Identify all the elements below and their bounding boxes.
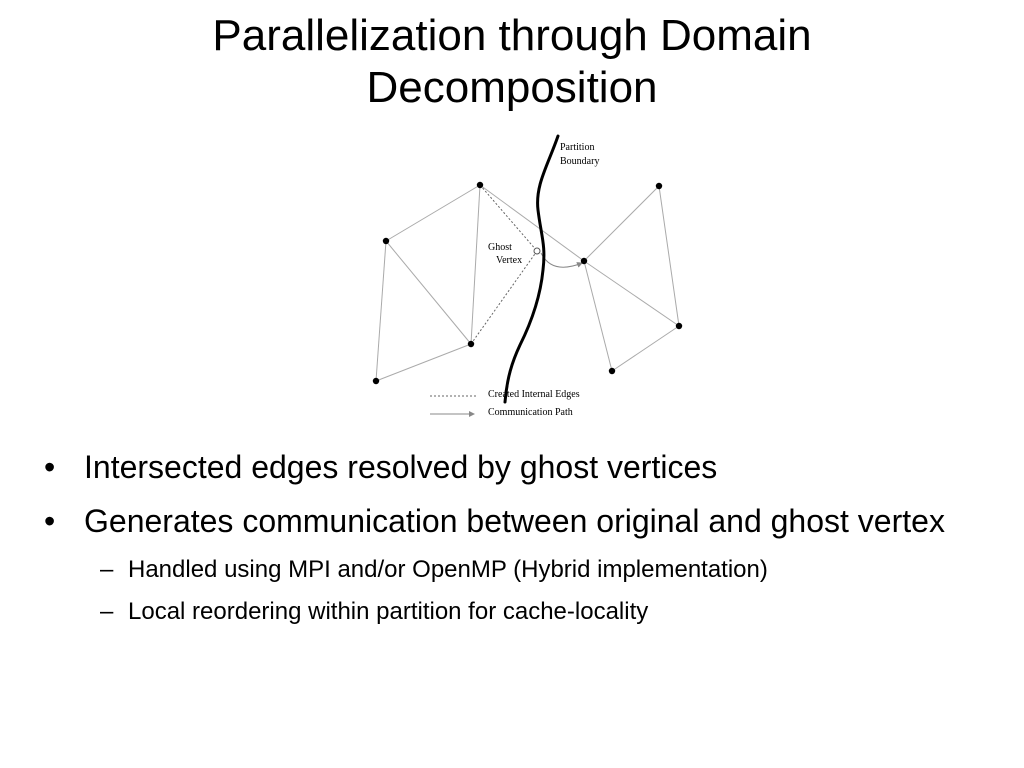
mesh-vertices xyxy=(372,181,683,385)
legend-communication-path-label: Communication Path xyxy=(488,407,573,418)
vertex xyxy=(675,322,683,330)
vertex xyxy=(655,182,663,190)
domain-decomposition-diagram: Partition Boundary Ghost Vertex Created … xyxy=(372,134,683,418)
mesh-edge xyxy=(583,260,680,327)
bullet-list: Intersected edges resolved by ghost vert… xyxy=(44,448,994,640)
mesh-edge xyxy=(385,240,472,345)
bullet-item: Generates communication between original… xyxy=(44,502,994,540)
slide-title: Parallelization through Domain Decomposi… xyxy=(60,10,964,114)
slide-title-line-2: Decomposition xyxy=(366,63,658,112)
sub-bullet-group: Handled using MPI and/or OpenMP (Hybrid … xyxy=(44,556,994,626)
partition-boundary xyxy=(503,134,560,404)
mesh-edge xyxy=(375,240,387,382)
ghost-vertex-label-line-1: Ghost xyxy=(488,242,512,253)
diagram-legend: Created Internal Edges Communication Pat… xyxy=(430,389,580,418)
slide-title-line-1: Parallelization through Domain xyxy=(212,11,812,60)
internal-edges xyxy=(470,184,538,345)
vertex xyxy=(608,367,616,375)
ghost-vertex-label-line-2: Vertex xyxy=(496,255,522,266)
mesh-edges xyxy=(375,184,680,382)
mesh-edge xyxy=(479,184,585,262)
vertex xyxy=(580,257,588,265)
mesh-edge xyxy=(470,184,481,345)
internal-edge xyxy=(479,184,538,252)
mesh-edge xyxy=(583,185,660,262)
mesh-edge xyxy=(375,343,472,382)
internal-edge xyxy=(470,250,538,345)
vertex xyxy=(476,181,484,189)
sub-bullet-item: Local reordering within partition for ca… xyxy=(44,598,994,626)
partition-boundary-label-line-2: Boundary xyxy=(560,156,599,167)
vertex xyxy=(372,377,380,385)
vertex xyxy=(467,340,475,348)
sub-bullet-list: Handled using MPI and/or OpenMP (Hybrid … xyxy=(44,556,994,626)
ghost-vertex xyxy=(533,247,541,255)
partition-boundary-label-line-1: Partition xyxy=(560,142,594,153)
mesh-edge xyxy=(611,325,680,372)
legend-internal-edges-label: Created Internal Edges xyxy=(488,389,580,400)
mesh-edge xyxy=(658,185,680,327)
bullet-item: Intersected edges resolved by ghost vert… xyxy=(44,448,994,486)
mesh-edge xyxy=(583,260,613,372)
mesh-edge xyxy=(385,184,481,242)
vertex xyxy=(382,237,390,245)
sub-bullet-item: Handled using MPI and/or OpenMP (Hybrid … xyxy=(44,556,994,584)
